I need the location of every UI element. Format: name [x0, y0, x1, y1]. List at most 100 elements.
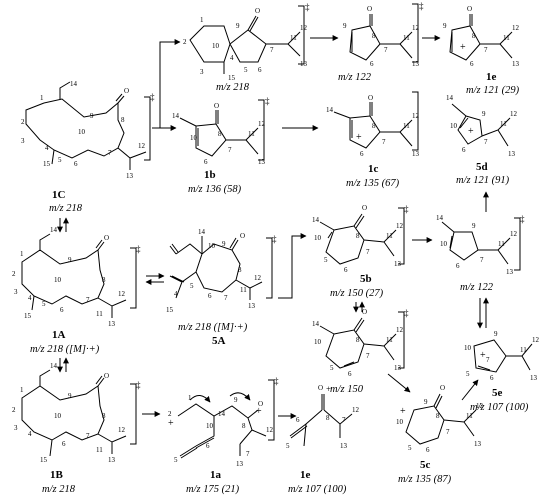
- svg-text:9: 9: [343, 22, 347, 30]
- svg-text:14: 14: [312, 216, 320, 224]
- svg-text:13: 13: [258, 158, 266, 166]
- svg-text:10: 10: [314, 338, 322, 346]
- svg-text:O: O: [362, 204, 367, 212]
- svg-text:8: 8: [102, 412, 106, 420]
- svg-text:9: 9: [482, 110, 486, 118]
- label-1a: 1a: [210, 469, 222, 481]
- svg-text:8: 8: [372, 32, 376, 40]
- svg-text:6: 6: [296, 416, 300, 424]
- label-5e: 5e: [492, 387, 503, 399]
- svg-text:6: 6: [344, 266, 348, 274]
- svg-text:O: O: [124, 87, 129, 95]
- svg-text:12: 12: [138, 142, 146, 150]
- svg-text:‡: ‡: [136, 244, 141, 254]
- svg-text:14: 14: [326, 106, 334, 114]
- mz-5e: m/z 107 (100): [470, 402, 529, 413]
- svg-text:O: O: [240, 232, 245, 240]
- svg-text:1: 1: [200, 16, 204, 24]
- svg-text:3: 3: [200, 68, 204, 76]
- svg-text:10: 10: [464, 344, 472, 352]
- svg-text:12: 12: [254, 274, 262, 282]
- svg-text:6: 6: [62, 440, 66, 448]
- svg-text:7: 7: [270, 46, 274, 54]
- mz-122-middle: m/z 122: [460, 282, 494, 293]
- svg-text:8: 8: [356, 232, 360, 240]
- svg-text:‡: ‡: [265, 96, 270, 106]
- svg-text:3: 3: [21, 137, 25, 145]
- svg-text:‡: ‡: [419, 1, 424, 11]
- svg-text:13: 13: [340, 442, 348, 450]
- svg-text:6: 6: [348, 370, 352, 378]
- svg-text:9: 9: [222, 240, 226, 248]
- svg-text:12: 12: [396, 326, 404, 334]
- svg-text:7: 7: [382, 138, 386, 146]
- svg-text:12: 12: [266, 426, 274, 434]
- mz-1A: m/z 218 ([M]·+): [30, 344, 100, 355]
- label-5b: 5b: [360, 273, 372, 285]
- svg-text:9: 9: [424, 398, 428, 406]
- svg-text:+: +: [480, 350, 486, 361]
- svg-text:7: 7: [228, 146, 232, 154]
- svg-text:7: 7: [366, 248, 370, 256]
- svg-text:12: 12: [352, 406, 360, 414]
- svg-text:4: 4: [28, 430, 32, 438]
- svg-text:9: 9: [236, 22, 240, 30]
- svg-text:13: 13: [108, 456, 116, 464]
- svg-text:6: 6: [206, 442, 210, 450]
- svg-text:11: 11: [248, 130, 255, 138]
- svg-text:+: +: [356, 132, 362, 143]
- svg-text:6: 6: [208, 292, 212, 300]
- svg-text:12: 12: [412, 24, 420, 32]
- label-5A: 5A: [212, 335, 226, 347]
- svg-text:10: 10: [54, 276, 62, 284]
- svg-text:6: 6: [490, 374, 494, 382]
- mz-1e-bottom: m/z 107 (100): [288, 484, 347, 495]
- svg-text:O: O: [258, 400, 263, 408]
- svg-text:4: 4: [230, 54, 234, 62]
- svg-text:13: 13: [394, 364, 402, 372]
- label-1c: 1c: [368, 163, 379, 175]
- svg-text:10: 10: [54, 412, 62, 420]
- reaction-arrows: [57, 35, 489, 419]
- svg-text:13: 13: [506, 268, 514, 276]
- svg-text:3: 3: [14, 288, 18, 296]
- svg-text:12: 12: [476, 402, 484, 410]
- svg-text:9: 9: [494, 330, 498, 338]
- svg-text:3: 3: [14, 424, 18, 432]
- svg-text:9: 9: [472, 222, 476, 230]
- svg-text:13: 13: [126, 172, 134, 180]
- label-1C: 1C: [52, 189, 66, 201]
- svg-text:O: O: [255, 7, 260, 15]
- label-1A: 1A: [52, 329, 66, 341]
- svg-text:7: 7: [384, 46, 388, 54]
- svg-text:11: 11: [520, 346, 527, 354]
- svg-text:6: 6: [74, 160, 78, 168]
- svg-text:5: 5: [324, 256, 328, 264]
- svg-text:O: O: [104, 372, 109, 380]
- mz-1b: m/z 136 (58): [188, 184, 242, 195]
- svg-text:12: 12: [512, 24, 520, 32]
- svg-text:13: 13: [236, 460, 244, 468]
- mz-1B: m/z 218: [42, 484, 76, 495]
- mz-1C: m/z 218: [49, 203, 83, 214]
- svg-text:15: 15: [24, 312, 32, 320]
- svg-text:4: 4: [28, 294, 32, 302]
- svg-text:10: 10: [206, 422, 214, 430]
- label-1B: 1B: [50, 469, 64, 481]
- svg-text:5: 5: [42, 300, 46, 308]
- mz-1a: m/z 175 (21): [186, 484, 240, 495]
- svg-text:7: 7: [486, 356, 490, 364]
